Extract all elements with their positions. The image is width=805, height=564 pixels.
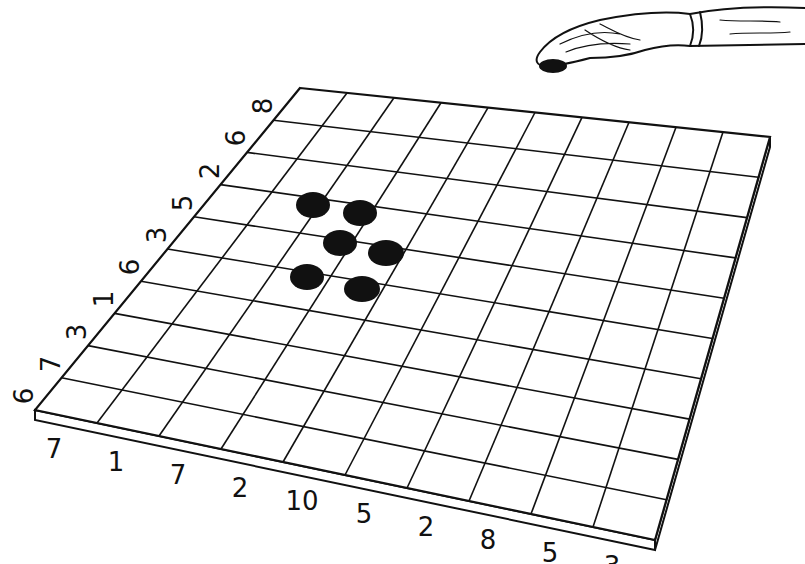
column-number: 10 [286,488,319,514]
hand-outline [537,7,805,66]
grid-line [141,281,701,379]
cuff-line [699,12,702,46]
black-stone [343,200,377,226]
stones [290,192,404,302]
row-number: 5 [170,194,196,211]
row-number: 3 [64,323,90,340]
held-stone [539,59,567,73]
board-surface [35,88,770,540]
knuckle-lines [560,24,640,52]
column-number: 8 [480,527,497,553]
column-number: 2 [232,475,249,501]
column-number: 3 [604,553,621,564]
column-number: 1 [108,449,125,475]
row-number: 8 [250,98,276,115]
black-stone [344,276,380,302]
grid-line [62,378,667,500]
column-number: 7 [170,462,187,488]
row-number: 6 [223,130,249,147]
hand-drawing [537,7,805,73]
black-stone [296,192,330,218]
column-number: 5 [356,501,373,527]
black-stone [368,240,404,266]
grid-line [115,313,690,419]
row-number: 2 [197,162,223,179]
row-number: 6 [11,388,37,405]
grid-line [531,127,676,514]
grid-line [407,117,582,488]
sleeve-lines [720,20,790,34]
column-number: 2 [418,514,435,540]
grid-line [593,132,723,527]
black-stone [323,230,357,256]
grid-board [35,88,770,550]
black-stone [290,264,324,290]
column-number: 5 [542,540,559,564]
row-number: 3 [144,227,170,244]
grid-line [469,122,629,501]
row-number: 6 [117,259,143,276]
grid-line [168,249,713,339]
column-number: 7 [46,436,63,462]
row-number: 7 [38,355,64,372]
row-number: 1 [91,291,117,308]
cuff-line [690,14,693,46]
